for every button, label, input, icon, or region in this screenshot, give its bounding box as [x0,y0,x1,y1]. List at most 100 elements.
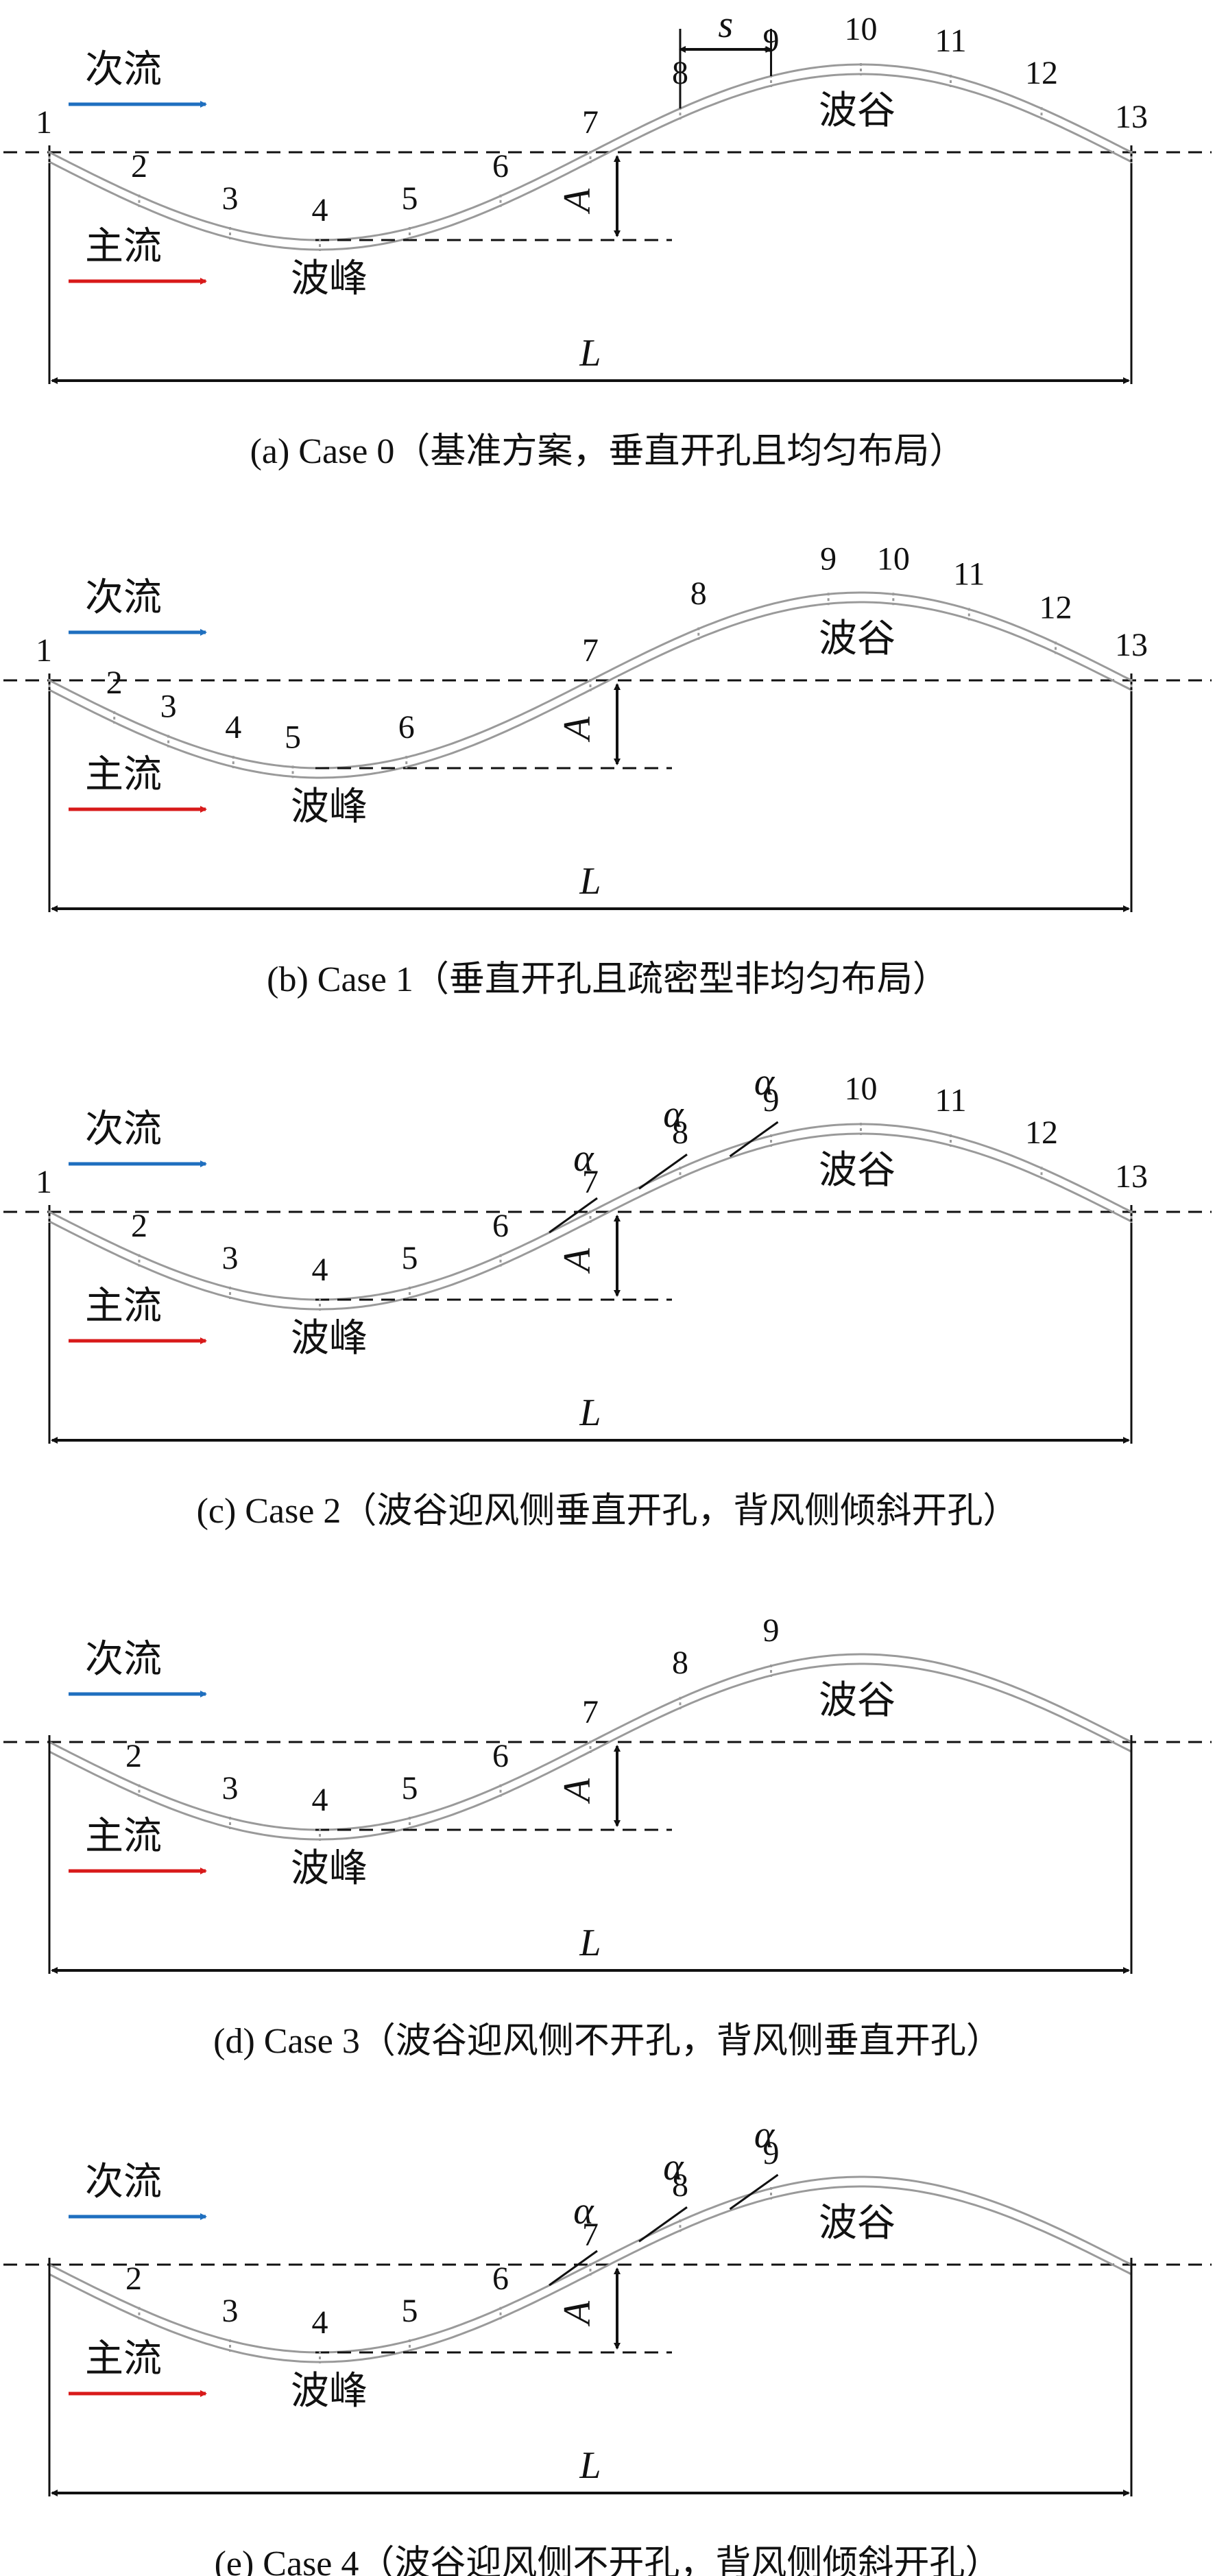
crest-label: 波峰 [291,2369,368,2413]
hole-number: 12 [1039,590,1072,626]
hole-number: 5 [401,2293,418,2329]
panel-caption: (a) Case 0（基准方案，垂直开孔且均匀布局） [250,432,965,471]
main-flow-label: 主流 [85,1284,162,1328]
inclined-hole-line [729,1121,779,1158]
length-label: L [579,332,601,374]
trough-label: 波谷 [819,2201,895,2245]
crest-label: 波峰 [291,1846,368,1891]
amplitude-label: A [556,188,599,215]
secondary-flow-label: 次流 [85,1107,162,1152]
hole-number: 4 [312,1782,328,1818]
inclined-hole-line [549,1197,598,1234]
angle-label: α [754,2114,775,2156]
hole-number: 9 [763,1612,780,1649]
hole-number: 10 [877,540,910,577]
hole-number: 3 [222,2293,239,2329]
hole-number: 3 [222,1240,239,1276]
hole-number: 6 [492,2261,509,2297]
secondary-flow-label: 次流 [85,575,162,620]
main-flow-label: 主流 [85,224,162,269]
panel-caption: (d) Case 3（波谷迎风侧不开孔，背风侧垂直开孔） [213,2022,1002,2061]
panel-caption: (b) Case 1（垂直开孔且疏密型非均匀布局） [267,960,948,999]
hole-number: 8 [672,1114,688,1151]
main-flow-label: 主流 [85,752,162,797]
hole-number: 8 [690,575,707,612]
hole-number: 8 [672,2167,688,2204]
hole-number: 13 [1115,1158,1148,1195]
hole-number: 5 [401,180,418,217]
crest-label: 波峰 [291,1316,368,1361]
hole-number: 5 [401,1770,418,1806]
length-label: L [579,860,601,903]
amplitude-label: A [556,716,599,743]
hole-number: 2 [131,148,147,184]
hole-number: 2 [131,1208,147,1244]
trough-label: 波谷 [819,1148,895,1193]
hole-number: 13 [1115,627,1148,663]
hole-number: 9 [763,1082,780,1119]
amplitude-label: A [556,1248,599,1274]
hole-number: 7 [582,1164,599,1200]
hole-number: 9 [763,2135,780,2171]
hole-number: 6 [492,1208,509,1244]
hole-number: 4 [312,2304,328,2341]
main-flow-label: 主流 [85,2337,162,2381]
hole-number: 11 [935,1082,966,1119]
angle-label: α [573,1137,594,1180]
secondary-flow-label: 次流 [85,47,162,92]
main-flow-label: 主流 [85,1814,162,1859]
trough-label: 波谷 [819,88,895,133]
hole-number: 2 [125,2261,142,2297]
hole-number: 7 [582,2217,599,2253]
hole-number: 5 [285,719,301,755]
angle-label: α [754,1061,775,1104]
hole-number: 13 [1115,99,1148,135]
hole-number: 8 [672,1645,688,1681]
crest-label: 波峰 [291,785,368,829]
length-label: L [579,2444,601,2487]
hole-number: 4 [312,1252,328,1288]
trough-label: 波谷 [819,617,895,661]
hole-number: 3 [222,180,239,217]
inclined-hole-line [638,2206,688,2243]
hole-number: 6 [492,1738,509,1774]
hole-number: 1 [36,632,52,669]
hole-number: 10 [845,11,878,47]
angle-label: α [663,2146,684,2189]
hole-number: 3 [160,689,177,725]
panel-caption: (e) Case 4（波谷迎风侧不开孔，背风侧倾斜开孔） [215,2544,1001,2576]
trough-label: 波谷 [819,1678,895,1723]
hole-number: 7 [582,632,599,669]
hole-number: 5 [401,1240,418,1276]
amplitude-label: A [556,2300,599,2327]
hole-number: 2 [125,1738,142,1774]
angle-label: α [663,1093,684,1136]
secondary-flow-label: 次流 [85,2160,162,2204]
length-label: L [579,1392,601,1434]
hole-number: 10 [845,1071,878,1107]
panel-caption: (c) Case 2（波谷迎风侧垂直开孔，背风侧倾斜开孔） [197,1492,1019,1531]
hole-number: 7 [582,1694,599,1730]
spacing-label: s [718,3,733,46]
hole-number: 7 [582,104,599,141]
hole-number: 11 [953,556,985,592]
hole-number: 3 [222,1770,239,1806]
hole-number: 9 [820,540,837,577]
inclined-hole-line [549,2250,598,2287]
hole-number: 6 [492,148,509,184]
hole-number: 11 [935,23,966,59]
hole-number: 6 [398,709,415,746]
inclined-hole-line [729,2173,779,2210]
hole-number: 4 [312,192,328,228]
length-label: L [579,1922,601,1964]
crest-label: 波峰 [291,257,368,301]
angle-label: α [573,2190,594,2232]
hole-number: 2 [106,665,123,701]
hole-number: 1 [36,104,52,141]
